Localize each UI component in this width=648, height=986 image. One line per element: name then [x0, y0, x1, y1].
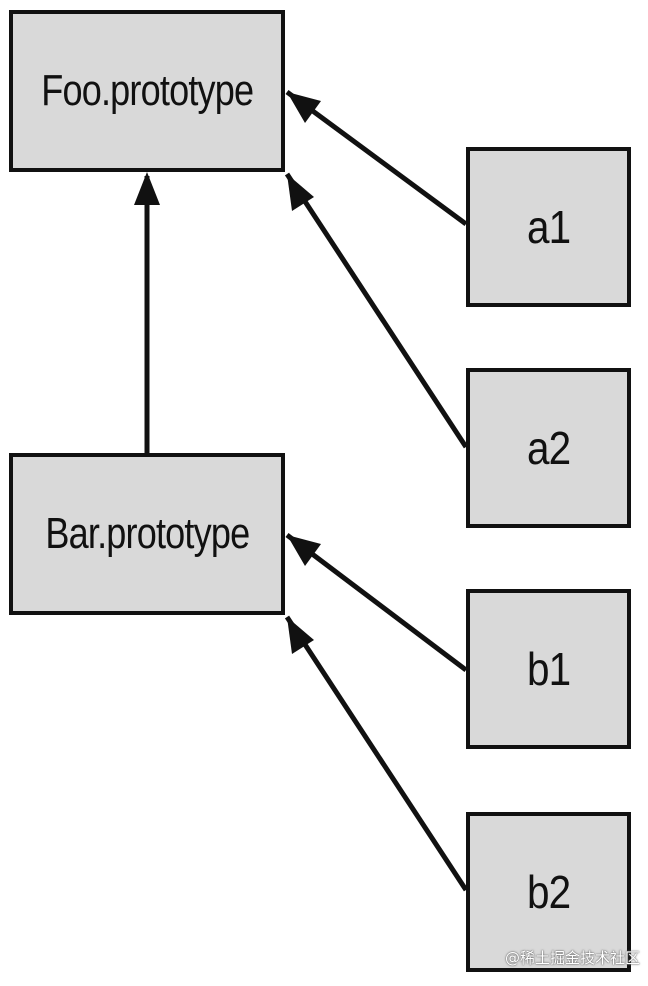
edge-b1-to-bar-prototype	[285, 533, 468, 672]
bar-prototype-label: Bar.prototype	[45, 509, 250, 558]
arrowhead-b1-to-bar-prototype	[287, 535, 321, 566]
arrowhead-a1-to-foo-prototype	[287, 92, 321, 123]
arrowhead-b2-to-bar-prototype	[287, 617, 314, 654]
foo-prototype-box: Foo.prototype	[9, 10, 285, 172]
a1-box: a1	[466, 147, 631, 307]
bar-prototype-box: Bar.prototype	[9, 453, 285, 615]
b2-box: b2	[466, 812, 631, 972]
b2-label: b2	[526, 866, 571, 918]
a1-label: a1	[526, 201, 571, 253]
a2-box: a2	[466, 368, 631, 528]
foo-prototype-label: Foo.prototype	[41, 66, 254, 115]
arrowhead-bar-prototype-to-foo-prototype	[134, 172, 160, 205]
edge-b2-to-bar-prototype	[284, 615, 469, 892]
arrowhead-a2-to-foo-prototype	[287, 174, 314, 211]
b1-box: b1	[466, 589, 631, 749]
b1-label: b1	[526, 643, 571, 695]
edge-a1-to-foo-prototype	[285, 89, 468, 227]
edge-a2-to-foo-prototype	[284, 172, 469, 449]
watermark: @稀土掘金技术社区	[504, 949, 640, 967]
a2-label: a2	[526, 422, 571, 474]
